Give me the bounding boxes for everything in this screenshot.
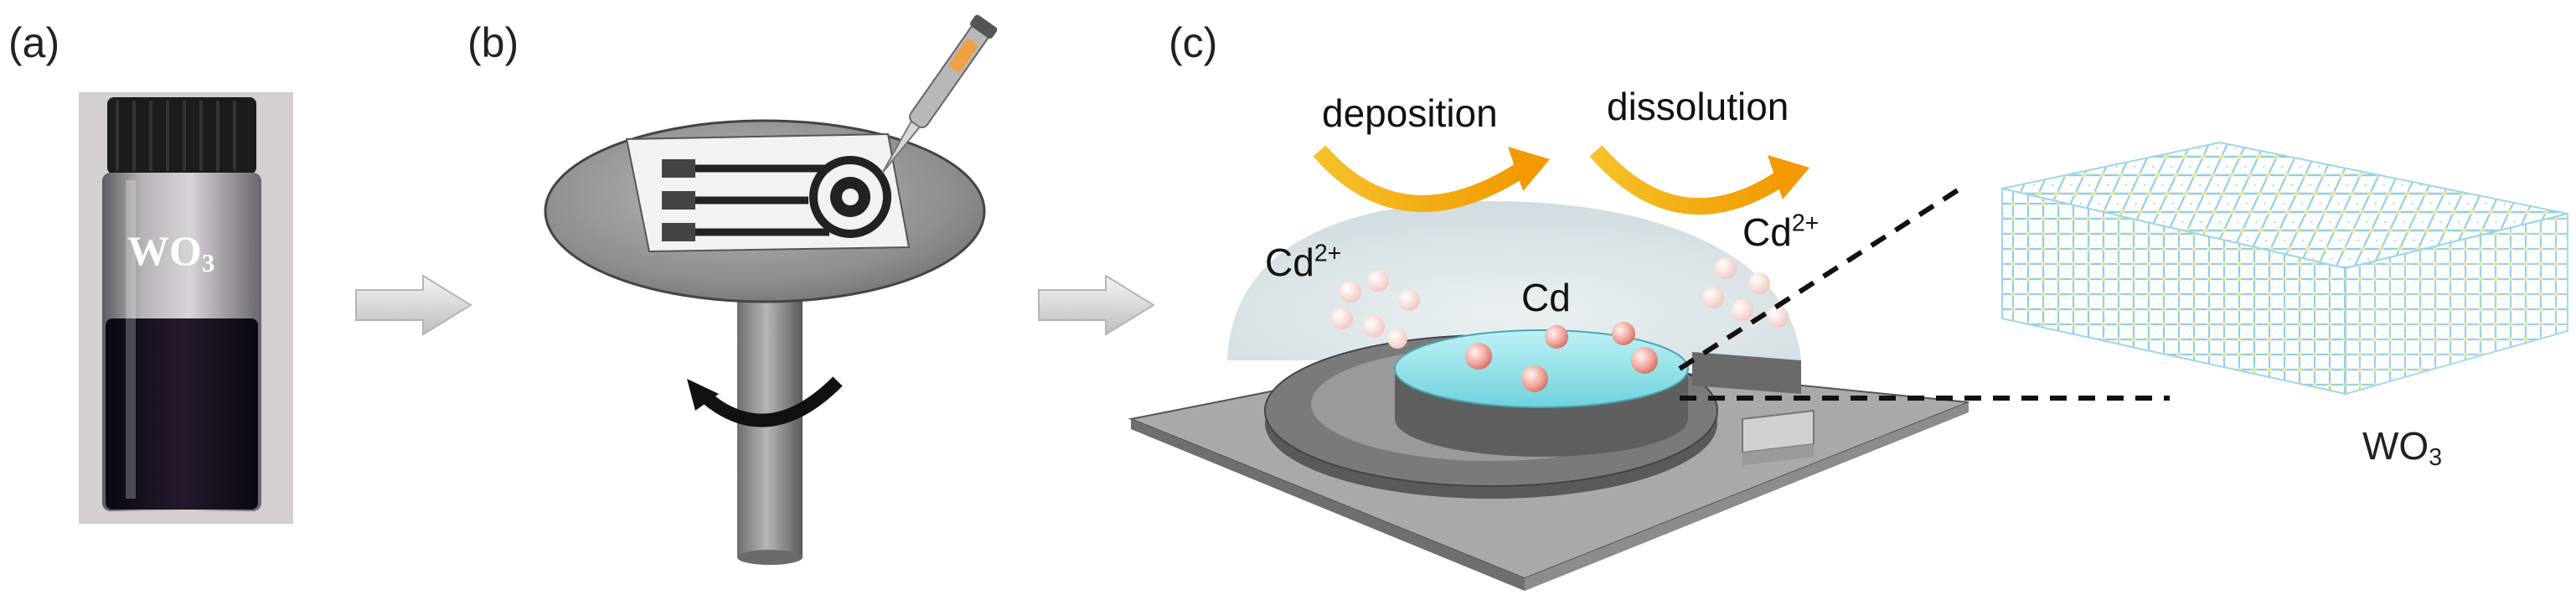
cd-ions-left xyxy=(1331,270,1420,349)
rotation-arrow xyxy=(697,376,843,427)
wo3-label: WO3 xyxy=(2362,424,2443,472)
cd-metal-label: Cd xyxy=(1521,276,1571,319)
dissolution-arrow-icon xyxy=(1589,145,1809,215)
cd-ion-label-right: Cd2+ xyxy=(1742,210,1820,254)
cd-particles xyxy=(1465,322,1658,392)
pipette-icon xyxy=(881,14,998,173)
cd-ions-right xyxy=(1702,257,1789,328)
electrochemical-cell xyxy=(1128,145,2170,591)
panel-label-a: (a) xyxy=(8,19,60,66)
cd-ion-label-left: Cd2+ xyxy=(1265,240,1342,284)
electrode-chip xyxy=(625,132,911,253)
deposition-label: deposition xyxy=(1322,91,1498,135)
dissolution-label: dissolution xyxy=(1607,85,1789,128)
process-arrow-2 xyxy=(1038,274,1155,336)
vial-liquid xyxy=(106,318,258,510)
panel-label-b: (b) xyxy=(467,19,519,66)
vial-label: WO3 xyxy=(127,227,215,277)
spin-coater xyxy=(544,14,998,565)
vial-photo xyxy=(79,92,293,524)
panel-label-c: (c) xyxy=(1169,19,1218,66)
wo3-lattice xyxy=(2001,141,2568,396)
deposition-arrow-icon xyxy=(1313,145,1550,212)
process-arrow-1 xyxy=(355,274,472,336)
